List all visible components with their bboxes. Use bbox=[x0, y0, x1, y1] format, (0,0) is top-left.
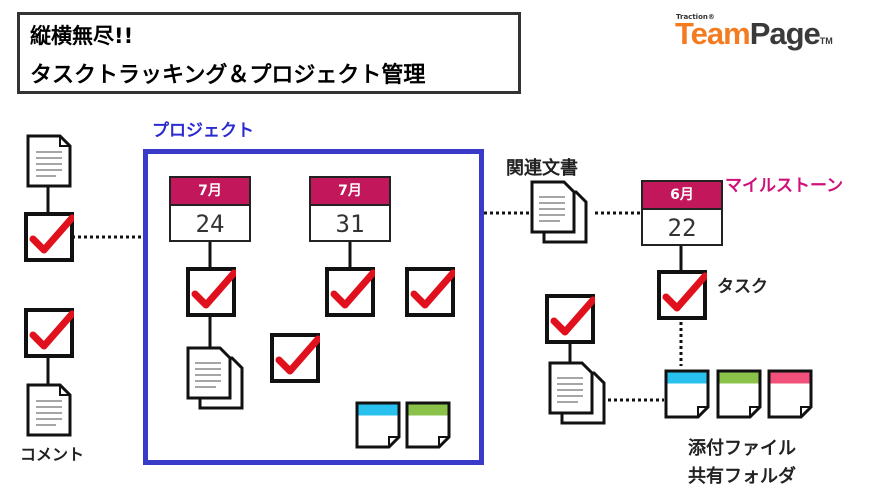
calendar-month: 7月 bbox=[311, 178, 389, 206]
calendar-icon: 7月 24 bbox=[169, 176, 251, 242]
calendar-icon: 6月 22 bbox=[641, 180, 723, 246]
label-project: プロジェクト bbox=[152, 121, 254, 141]
task-check-icon bbox=[405, 267, 455, 317]
title-line-1: 縦横無尽!! bbox=[30, 24, 134, 48]
logo-traction-text: Traction® bbox=[676, 13, 715, 21]
attachment-cyan-icon bbox=[355, 401, 401, 449]
document-icon bbox=[26, 383, 72, 437]
attachment-pink-icon bbox=[767, 369, 813, 419]
calendar-day: 24 bbox=[195, 210, 225, 238]
attachment-green-icon bbox=[716, 369, 762, 419]
label-milestone: マイルストーン bbox=[725, 176, 844, 196]
task-check-icon bbox=[657, 270, 707, 320]
task-check-icon bbox=[270, 333, 320, 383]
calendar-day: 22 bbox=[667, 214, 697, 242]
calendar-icon: 7月 31 bbox=[309, 176, 391, 242]
title-line-2: タスクトラッキング＆プロジェクト管理 bbox=[30, 63, 426, 88]
task-check-icon bbox=[325, 267, 375, 317]
label-comment: コメント bbox=[20, 445, 85, 464]
task-check-icon bbox=[24, 212, 74, 262]
label-related-docs: 関連文書 bbox=[506, 158, 578, 179]
documents-icon bbox=[186, 346, 246, 412]
documents-icon bbox=[530, 180, 590, 246]
logo-tm: TM bbox=[819, 36, 833, 46]
logo-team: Team bbox=[675, 16, 751, 51]
label-task: タスク bbox=[717, 277, 768, 297]
project-box bbox=[143, 149, 484, 465]
logo-page: Page bbox=[749, 16, 821, 51]
document-icon bbox=[26, 134, 72, 188]
attachment-green-icon bbox=[405, 401, 451, 449]
task-check-icon bbox=[186, 267, 236, 317]
teampage-logo: TeamPageTM bbox=[675, 16, 833, 52]
calendar-day: 31 bbox=[335, 210, 365, 238]
label-attachments-line1: 添付ファイル bbox=[688, 438, 796, 459]
task-check-icon bbox=[24, 308, 74, 358]
documents-icon bbox=[548, 361, 608, 427]
calendar-month: 6月 bbox=[643, 182, 721, 210]
task-check-icon bbox=[545, 294, 595, 344]
label-attachments-line2: 共有フォルダ bbox=[688, 466, 796, 487]
title-box bbox=[17, 12, 521, 94]
attachment-cyan-icon bbox=[664, 369, 710, 419]
calendar-month: 7月 bbox=[171, 178, 249, 206]
